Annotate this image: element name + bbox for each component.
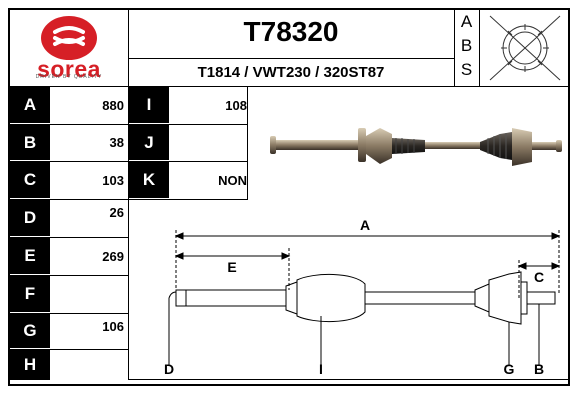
spec-value-j: [169, 125, 247, 160]
spec-label-a: A: [10, 87, 50, 123]
spec-label-j: J: [129, 125, 169, 160]
spec-value-b: 38: [109, 135, 124, 150]
spec-label-b: B: [10, 125, 50, 160]
dim-label-e: E: [227, 259, 236, 275]
no-abs-ring-icon: [480, 10, 570, 86]
drive-shaft-photo: [250, 88, 568, 198]
cross-references: T1814 / VWT230 / 320ST87: [197, 64, 385, 81]
spec-value-g: 106: [102, 318, 124, 334]
spec-label-c: C: [10, 162, 50, 198]
spec-value-i: 108: [225, 97, 247, 113]
abs-letter-s: S: [460, 60, 473, 79]
spec-label-e: E: [10, 238, 50, 274]
spec-label-f: F: [10, 276, 50, 312]
spec-label-d: D: [10, 200, 50, 236]
abs-letter-a: A: [460, 12, 473, 31]
spec-value-f: [50, 276, 124, 312]
dim-label-g: G: [504, 361, 515, 377]
spec-value-h: [50, 350, 124, 380]
spec-value-c: 103: [102, 172, 124, 188]
spec-label-k: K: [129, 162, 169, 198]
sorea-emblem-icon: [41, 16, 97, 60]
spec-label-g: G: [10, 314, 50, 348]
spec-table-mid: I 108 J K NON: [129, 86, 247, 199]
spec-label-h: H: [10, 350, 50, 380]
product-sheet: sorea DRIVEN BY QUALITY T78320 T1814 / V…: [8, 8, 570, 386]
brand-tagline: DRIVEN BY QUALITY: [35, 74, 103, 80]
dim-label-b: B: [534, 361, 544, 377]
dim-label-a: A: [360, 217, 370, 233]
abs-letter-b: B: [460, 36, 473, 55]
spec-value-k: NON: [218, 172, 247, 188]
spec-value-a: 880: [102, 97, 124, 113]
brand-name: sorea: [37, 56, 101, 82]
part-number: T78320: [243, 16, 339, 47]
spec-label-i: I: [129, 87, 169, 123]
brand-logo: sorea DRIVEN BY QUALITY: [10, 10, 128, 84]
spec-value-e: 269: [102, 248, 124, 264]
dim-label-c: C: [534, 269, 544, 285]
dim-label-d: D: [164, 361, 174, 377]
dim-label-i: I: [319, 361, 323, 377]
dimension-diagram: A E C D I G B: [129, 200, 570, 378]
spec-value-d: 26: [109, 204, 124, 220]
spec-table-left: A 880 B 38 C 103 D 26 E 269 F G 106 H: [10, 86, 128, 380]
